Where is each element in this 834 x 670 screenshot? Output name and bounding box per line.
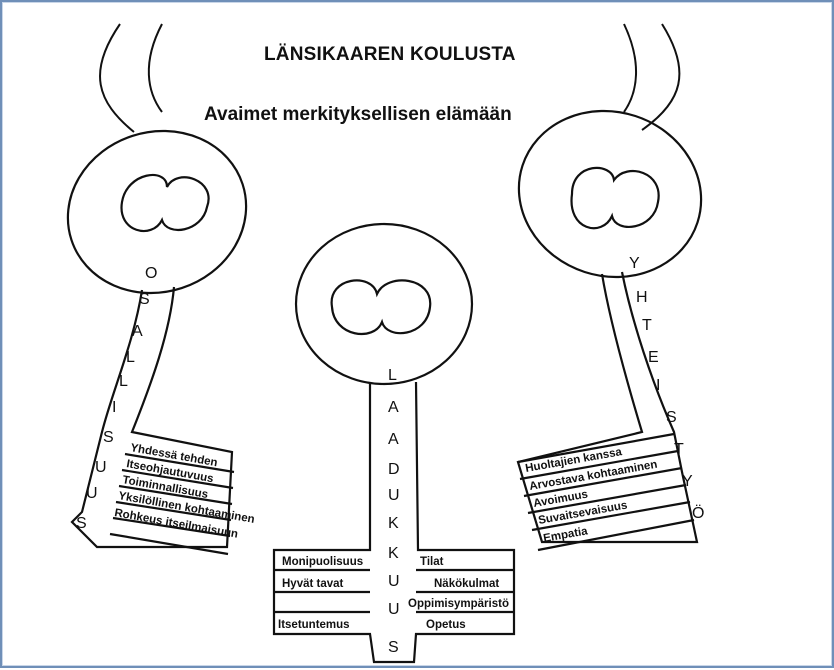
key-left	[66, 129, 248, 556]
center-letter: K	[388, 515, 399, 532]
center-item-left: Hyvät tavat	[282, 578, 344, 590]
left-letter: L	[126, 349, 135, 366]
left-letter: S	[139, 291, 150, 308]
key-left-bow	[66, 129, 248, 295]
right-letter: Y	[629, 255, 640, 272]
center-letter: A	[388, 431, 399, 448]
left-letter: L	[119, 373, 128, 390]
right-letter: H	[636, 289, 648, 306]
center-item-right: Oppimisympäristö	[408, 598, 509, 610]
center-item-right: Opetus	[426, 619, 466, 631]
key-center	[272, 222, 516, 664]
left-letter: U	[95, 459, 107, 476]
right-key-word: Y H T E I S T Y Ö	[629, 255, 704, 522]
center-letter: K	[388, 545, 399, 562]
key-center-bow-hole	[330, 279, 432, 336]
left-letter: O	[145, 265, 157, 282]
outer-arc-left	[98, 23, 135, 133]
key-right-shaft	[516, 271, 699, 544]
right-letter: S	[666, 409, 677, 426]
center-item-right: Tilat	[420, 556, 444, 568]
center-item-right: Näkökulmat	[434, 578, 499, 590]
center-letter: U	[388, 601, 400, 618]
key-center-shaft	[272, 381, 516, 664]
key-left-bow-hole	[120, 173, 210, 233]
center-letter: S	[388, 639, 399, 656]
center-key-word: L A A D U K K U U S	[388, 367, 400, 656]
center-letter: U	[388, 487, 400, 504]
center-letter: L	[388, 367, 397, 384]
left-letter: U	[86, 485, 98, 502]
page-title: LÄNSIKAAREN KOULUSTA	[264, 44, 516, 65]
left-letter: S	[76, 515, 87, 532]
center-letter: D	[388, 461, 400, 478]
right-letter: T	[642, 317, 652, 334]
left-letter: I	[112, 399, 116, 416]
center-item-left: Monipuolisuus	[282, 556, 363, 568]
right-letter: E	[648, 349, 659, 366]
center-letter: A	[388, 399, 399, 416]
center-key-items: Monipuolisuus Hyvät tavat Itsetuntemus T…	[278, 556, 509, 631]
page-subtitle: Avaimet merkityksellisen elämään	[204, 104, 512, 125]
right-letter: Ö	[692, 504, 704, 522]
center-letter: U	[388, 573, 400, 590]
left-letter: A	[132, 323, 143, 340]
key-right-bow	[517, 109, 703, 279]
key-right-bow-hole	[570, 166, 660, 230]
inner-arc-right	[623, 23, 637, 113]
left-key-word: O S A L L I S U U S	[76, 265, 157, 532]
key-center-bow	[294, 222, 474, 386]
right-letter: T	[674, 441, 684, 458]
right-letter: Y	[682, 473, 693, 490]
outer-arc-right	[641, 23, 681, 131]
left-key-items: Yhdessä tehden Itseohjautuvuus Toiminnal…	[113, 442, 255, 541]
inner-arc-left	[147, 23, 163, 113]
key-left-shaft	[70, 286, 234, 549]
left-letter: S	[103, 429, 114, 446]
center-item-left: Itsetuntemus	[278, 619, 350, 631]
key-right	[516, 109, 703, 552]
right-letter: I	[656, 377, 660, 394]
